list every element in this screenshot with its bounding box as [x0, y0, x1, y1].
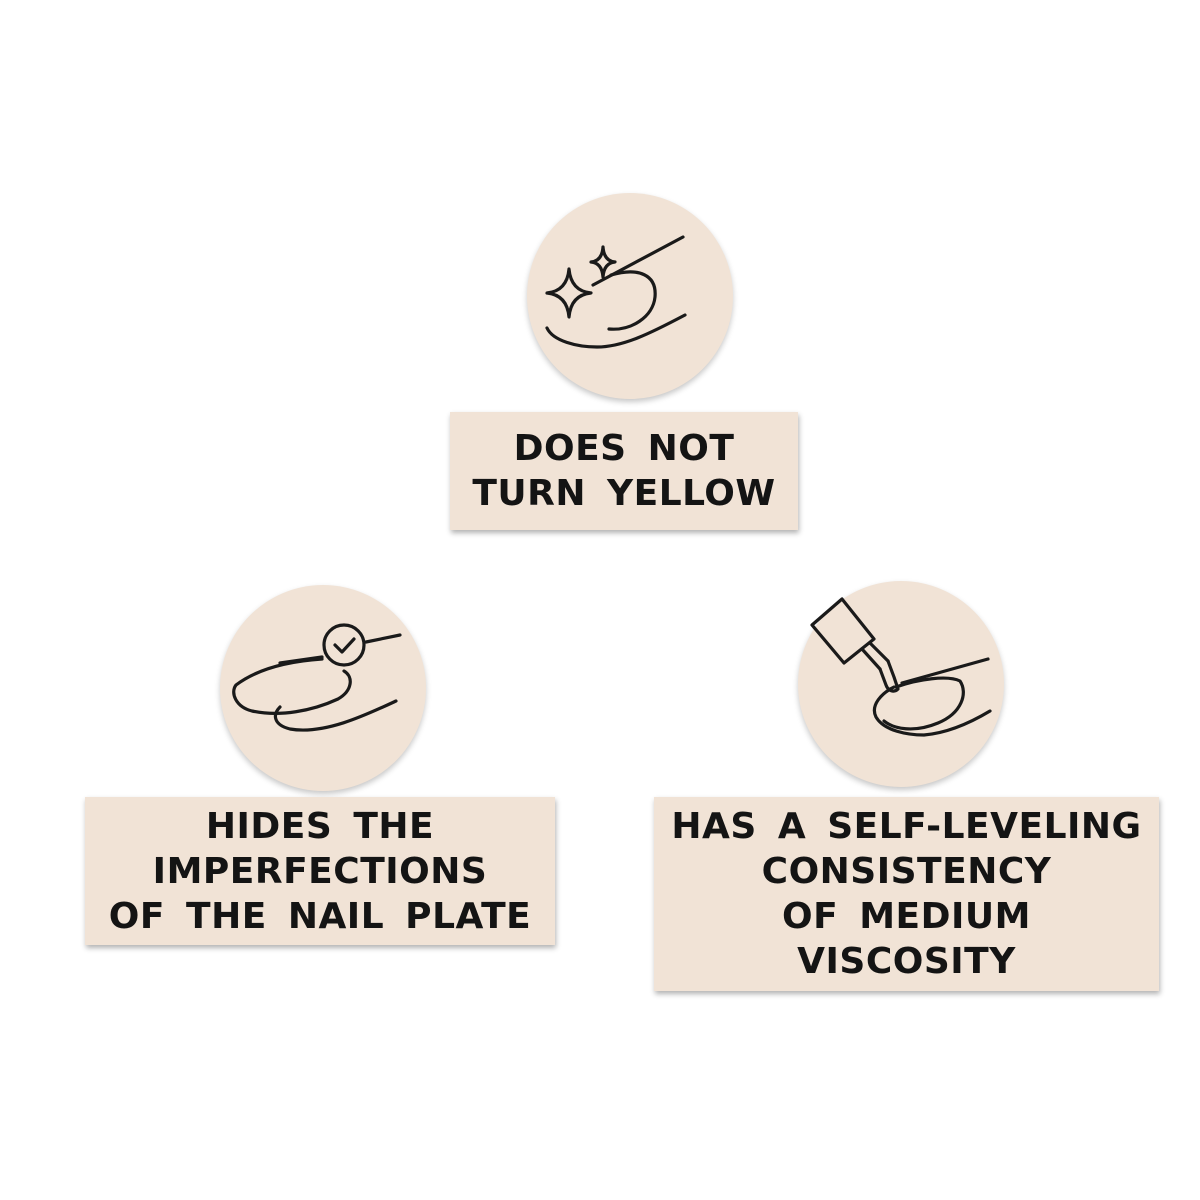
feature-text-line: IMPERFECTIONS — [152, 850, 488, 892]
feature-badge-self-leveling — [798, 581, 1004, 787]
feature-text-line: OF THE NAIL PLATE — [108, 895, 532, 937]
feature-badge-hides-imperfections — [220, 585, 426, 791]
feature-text-line: HAS A SELF-LEVELING — [671, 806, 1142, 847]
brush-nail-icon — [810, 597, 992, 737]
feature-text-self-leveling: HAS A SELF-LEVELING CONSISTENCY OF MEDIU… — [671, 804, 1141, 984]
feature-text-no-yellowing: DOES NOT TURN YELLOW — [472, 426, 775, 516]
feature-label-self-leveling: HAS A SELF-LEVELING CONSISTENCY OF MEDIU… — [654, 797, 1159, 991]
feature-text-hides-imperfections: HIDES THE IMPERFECTIONS OF THE NAIL PLAT… — [109, 804, 531, 939]
feature-text-line: OF MEDIUM — [782, 896, 1031, 937]
feature-text-line: VISCOSITY — [797, 941, 1016, 982]
feature-label-hides-imperfections: HIDES THE IMPERFECTIONS OF THE NAIL PLAT… — [85, 797, 555, 945]
sparkle-nail-icon — [545, 235, 687, 349]
feature-text-line: DOES NOT — [513, 428, 735, 469]
feature-badge-no-yellowing — [527, 193, 733, 399]
feature-label-no-yellowing: DOES NOT TURN YELLOW — [450, 412, 798, 530]
feature-text-line: CONSISTENCY — [761, 851, 1052, 892]
check-nail-icon — [232, 623, 402, 732]
feature-text-line: TURN YELLOW — [472, 473, 776, 514]
feature-text-line: HIDES THE — [205, 805, 435, 847]
